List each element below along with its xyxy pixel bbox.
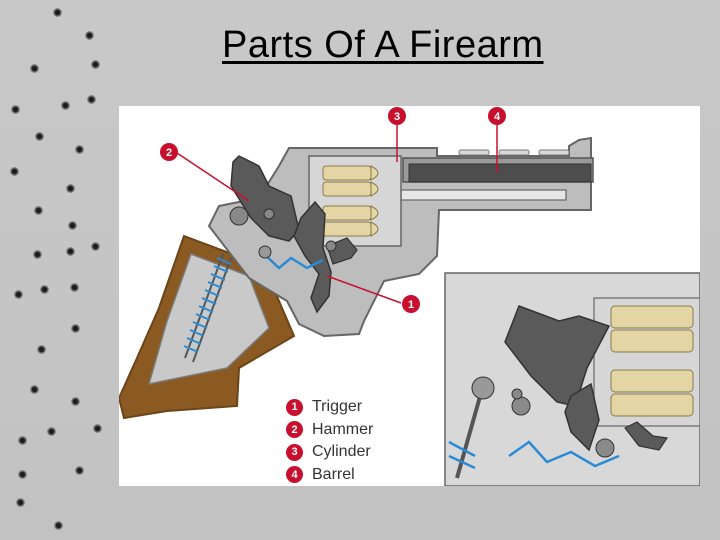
bullet-hole-decoration — [75, 466, 84, 475]
callout-number-2: 2 — [166, 147, 172, 159]
bullet-hole-decoration — [54, 521, 63, 530]
legend-label: Hammer — [312, 420, 374, 438]
legend-label: Trigger — [312, 398, 363, 416]
bullet-hole-decoration — [16, 498, 25, 507]
revolver-diagram: 2 3 4 1 1 Trigger 2 Hammer 3 Cylinder 4 … — [119, 106, 700, 486]
bullet-hole-decoration — [91, 242, 100, 251]
legend-label: Cylinder — [312, 443, 371, 461]
bullet-hole-decoration — [33, 250, 42, 259]
callout-number-1: 1 — [408, 299, 414, 311]
bullet-hole-decoration — [93, 424, 102, 433]
page-title: Parts Of A Firearm — [222, 24, 544, 66]
bullet-hole-decoration — [18, 436, 27, 445]
bullet-hole-decoration — [75, 145, 84, 154]
legend-number: 3 — [286, 443, 303, 461]
callout-markers — [160, 107, 506, 313]
legend-label: Barrel — [312, 465, 355, 483]
bullet-hole-decoration — [47, 427, 56, 436]
trigger-spring — [263, 253, 324, 270]
bullet-hole-decoration — [66, 184, 75, 193]
revolver-illustration: 2 3 4 1 — [119, 107, 700, 486]
legend-item-barrel: 4 Barrel — [286, 464, 373, 487]
callout-number-4: 4 — [494, 111, 501, 123]
bullet-hole-decoration — [85, 31, 94, 40]
bullet-hole-decoration — [11, 105, 20, 114]
bullet-hole-decoration — [40, 285, 49, 294]
inset-detail-view — [444, 272, 700, 486]
bullet-hole-decoration — [34, 206, 43, 215]
bullet-hole-decoration — [68, 221, 77, 230]
bullet-hole-decoration — [71, 397, 80, 406]
hammer — [230, 155, 300, 242]
parts-legend: 1 Trigger 2 Hammer 3 Cylinder 4 Barrel — [286, 396, 373, 486]
legend-number: 2 — [286, 421, 303, 439]
bullet-hole-decoration — [18, 470, 27, 479]
callout-number-3: 3 — [394, 111, 400, 123]
barrel-rib — [408, 163, 592, 183]
callout-lines — [176, 123, 498, 304]
ejector-rod — [400, 189, 567, 201]
cartridges — [322, 165, 379, 237]
bullet-hole-decoration — [66, 247, 75, 256]
legend-number: 1 — [286, 398, 303, 416]
bullet-hole-decoration — [37, 345, 46, 354]
legend-item-trigger: 1 Trigger — [286, 396, 373, 419]
legend-item-hammer: 2 Hammer — [286, 419, 373, 442]
bullet-hole-decoration — [61, 101, 70, 110]
barrel-vent-slots — [458, 149, 570, 156]
bullet-hole-decoration — [14, 290, 23, 299]
bullet-hole-decoration — [91, 60, 100, 69]
bullet-hole-decoration — [35, 132, 44, 141]
trigger — [293, 200, 332, 314]
bullet-hole-decoration — [87, 95, 96, 104]
legend-number: 4 — [286, 466, 303, 484]
bullet-hole-decoration — [30, 64, 39, 73]
bullet-hole-decoration — [70, 283, 79, 292]
legend-item-cylinder: 3 Cylinder — [286, 441, 373, 464]
bullet-hole-decoration — [30, 385, 39, 394]
bullet-hole-decoration — [10, 167, 19, 176]
bullet-hole-decoration — [71, 324, 80, 333]
bullet-hole-decoration — [53, 8, 62, 17]
mainspring-coils — [183, 257, 232, 353]
